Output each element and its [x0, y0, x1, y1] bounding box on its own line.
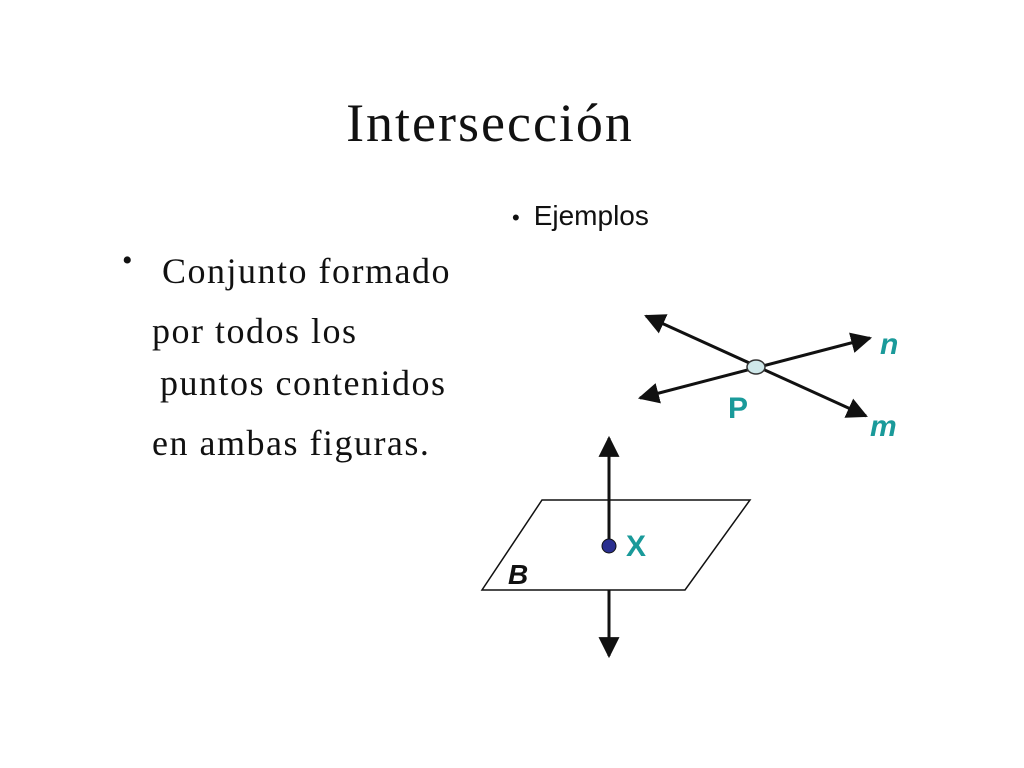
- intersecting-lines-diagram: P n m: [637, 314, 898, 443]
- intersection-point-p: [746, 359, 766, 375]
- intersection-point-x: [601, 538, 617, 554]
- plane-label-b: B: [508, 559, 528, 590]
- examples-heading: • Ejemplos: [512, 200, 649, 232]
- line-plane-diagram: X B: [480, 435, 752, 659]
- definition-line-2: por todos los: [152, 311, 358, 351]
- definition-line-3: puntos contenidos: [160, 363, 447, 403]
- line-label-m: m: [870, 410, 897, 443]
- line-label-n: n: [880, 328, 898, 361]
- point-label-x: X: [626, 530, 646, 563]
- definition-line-4: en ambas figuras.: [152, 423, 431, 463]
- examples-bullet: •: [512, 205, 520, 230]
- slide-title: Intersección: [346, 93, 634, 153]
- definition-bullet: •: [122, 244, 135, 277]
- definition-line-1: Conjunto formado: [162, 251, 451, 291]
- point-label-p: P: [728, 392, 748, 425]
- examples-heading-text: Ejemplos: [533, 200, 649, 231]
